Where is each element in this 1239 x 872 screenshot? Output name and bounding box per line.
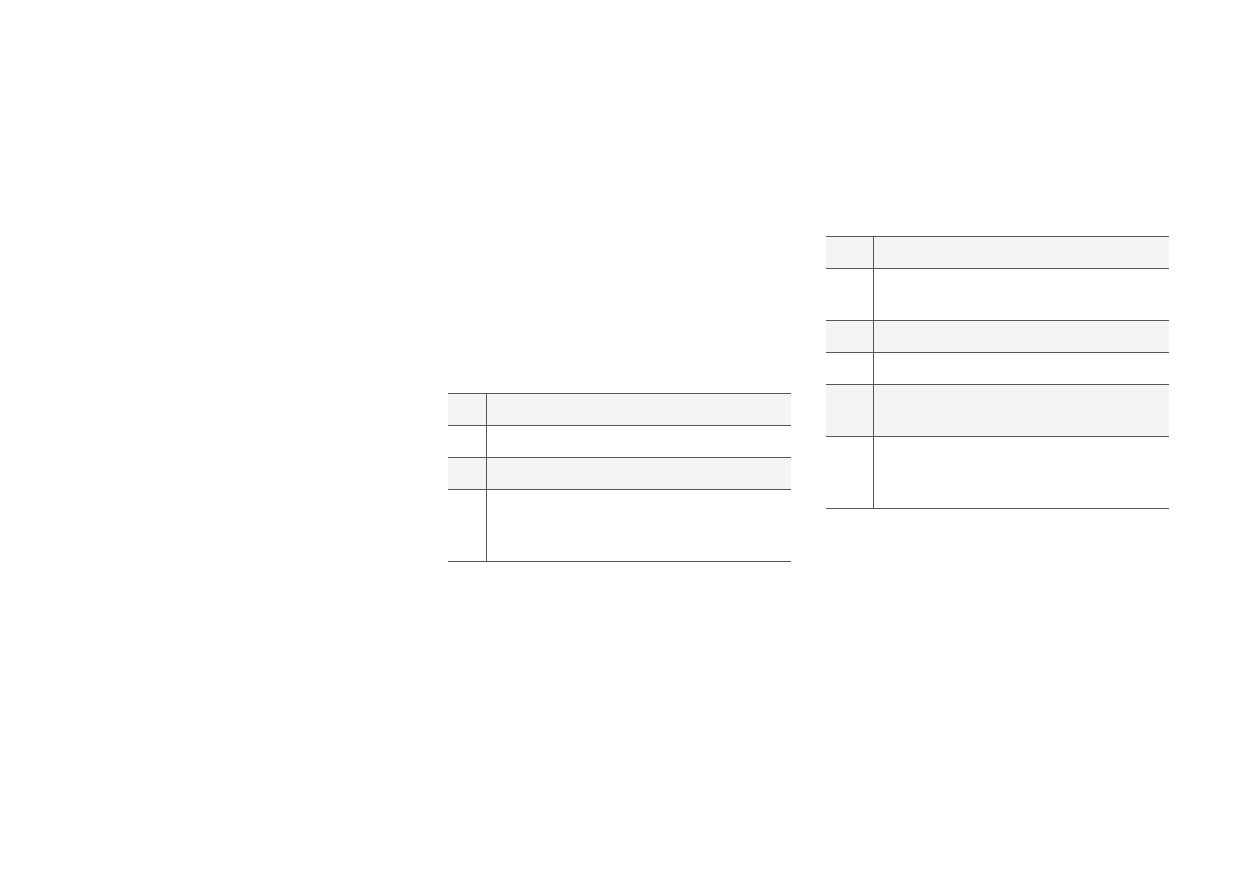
table-row — [826, 320, 1169, 353]
row-number-cell — [826, 352, 874, 385]
row-number-cell — [448, 489, 487, 562]
row-number-cell — [448, 425, 487, 458]
table-row — [826, 352, 1169, 385]
table-left — [448, 393, 791, 562]
row-text-cell — [873, 384, 1169, 437]
table-row — [448, 489, 791, 562]
row-number-cell — [448, 457, 487, 490]
table-row — [826, 436, 1169, 509]
row-text-cell — [486, 457, 791, 490]
row-number-cell — [826, 436, 874, 509]
table-right — [826, 236, 1169, 509]
row-text-cell — [873, 352, 1169, 385]
table-row — [448, 425, 791, 458]
row-text-cell — [873, 268, 1169, 321]
row-text-cell — [873, 436, 1169, 509]
row-text-cell — [486, 489, 791, 562]
row-number-cell — [448, 393, 487, 426]
table-row — [448, 457, 791, 490]
table-row — [826, 384, 1169, 437]
row-number-cell — [826, 268, 874, 321]
table-row — [826, 268, 1169, 321]
table-row — [448, 393, 791, 426]
row-number-cell — [826, 384, 874, 437]
row-number-cell — [826, 320, 874, 353]
row-text-cell — [873, 236, 1169, 269]
row-number-cell — [826, 236, 874, 269]
row-text-cell — [486, 425, 791, 458]
table-row — [826, 236, 1169, 269]
row-text-cell — [873, 320, 1169, 353]
row-text-cell — [486, 393, 791, 426]
